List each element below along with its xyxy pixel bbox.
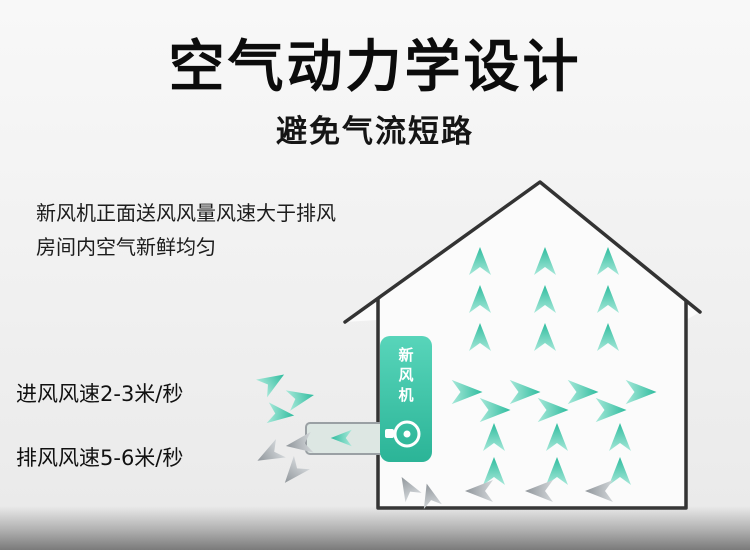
outdoor-intake-arrows — [255, 365, 317, 426]
description: 新风机正面送风风量风速大于排风 房间内空气新鲜均匀 — [36, 196, 336, 264]
page-subtitle: 避免气流短路 — [276, 114, 474, 150]
intake-speed-label: 进风风速2-3米/秒 — [16, 382, 184, 406]
description-line-2: 房间内空气新鲜均匀 — [36, 235, 216, 259]
bottom-gradient-band — [0, 506, 750, 550]
fan-icon — [385, 420, 421, 448]
exhaust-speed-label: 排风风速5-6米/秒 — [16, 446, 184, 470]
description-line-1: 新风机正面送风风量风速大于排风 — [36, 201, 336, 225]
outdoor-exhaust-arrows — [252, 431, 314, 490]
page-title: 空气动力学设计 — [168, 35, 582, 100]
fresh-air-unit — [380, 336, 432, 462]
fresh-air-duct — [305, 422, 385, 455]
